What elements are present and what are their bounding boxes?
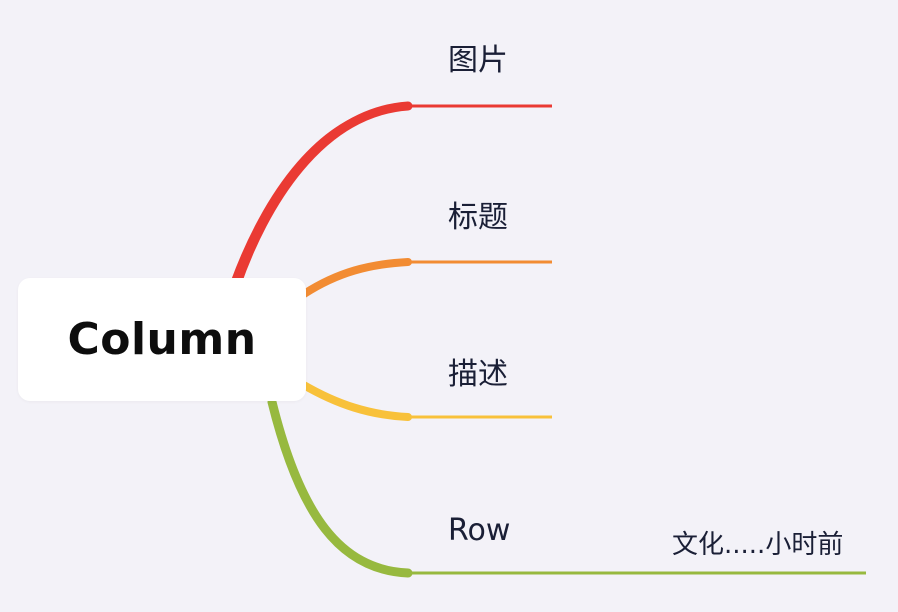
branch-connector-row-thick	[267, 397, 413, 578]
branch-label-description[interactable]: 描述	[448, 357, 508, 392]
branch-connector-title-thick	[300, 258, 412, 298]
branch-label-image[interactable]: 图片	[448, 43, 508, 78]
row-child-note[interactable]: 文化.....小时前	[672, 530, 844, 560]
branch-connector-image-thick	[231, 101, 413, 291]
branch-label-row[interactable]: Row	[448, 513, 511, 548]
root-node[interactable]: Column	[18, 278, 306, 401]
root-node-label: Column	[67, 314, 257, 365]
branch-connector-description-thick	[298, 380, 412, 421]
branch-label-title[interactable]: 标题	[448, 200, 508, 235]
